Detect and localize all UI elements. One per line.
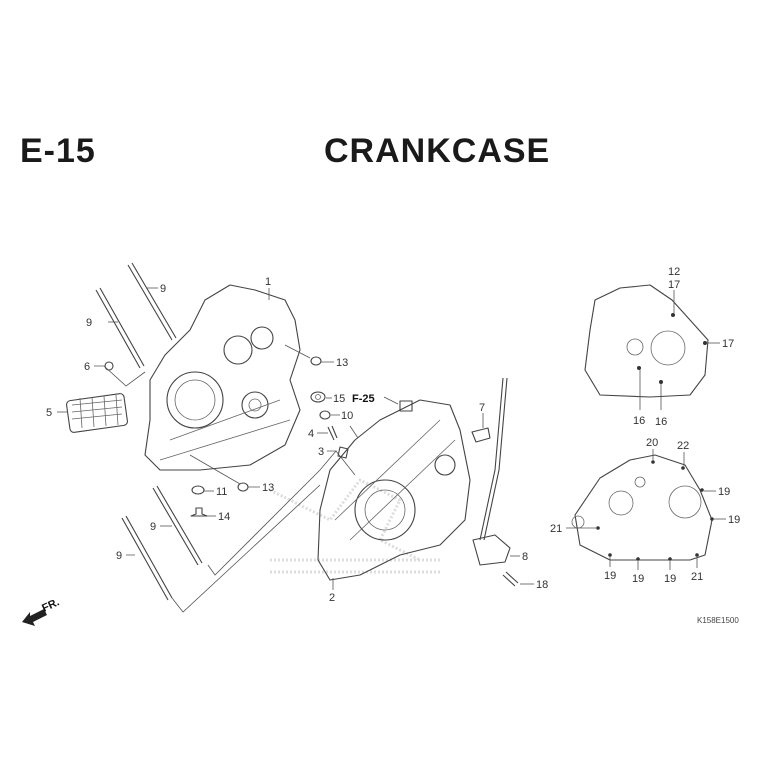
- callout: 17: [668, 279, 680, 291]
- front-direction-indicator: FR.: [22, 596, 61, 626]
- callout: 17: [722, 338, 734, 350]
- callout: 19: [604, 570, 616, 582]
- leader-lines: [57, 287, 726, 613]
- callout: 9: [160, 283, 166, 295]
- gasket-lower[interactable]: [571, 454, 714, 561]
- callout: 16: [655, 416, 667, 428]
- callout: 10: [341, 410, 353, 422]
- callout: 12: [668, 266, 680, 278]
- callout: 15: [333, 393, 345, 405]
- callout: 19: [728, 514, 740, 526]
- callout: 19: [664, 573, 676, 585]
- callout: 19: [718, 486, 730, 498]
- stud-bolts[interactable]: [95, 262, 203, 601]
- callout: 21: [550, 523, 562, 535]
- callout: 3: [318, 446, 324, 458]
- callout-labels: 9 9 6 5 1 13 15 F-25 10 4 3 13 11 14 9 9…: [46, 266, 740, 604]
- callout: 5: [46, 407, 52, 419]
- callout: 1: [265, 276, 271, 288]
- callout: 11: [216, 486, 227, 498]
- callout: 14: [218, 511, 230, 523]
- watermark-logo: [269, 478, 440, 574]
- callout: 18: [536, 579, 548, 591]
- small-parts[interactable]: [66, 356, 519, 587]
- callout: 2: [329, 592, 335, 604]
- front-label: FR.: [40, 596, 61, 614]
- callout: 9: [116, 550, 122, 562]
- callout: 4: [308, 428, 314, 440]
- callout: 22: [677, 440, 689, 452]
- arrow-left-icon: [22, 609, 47, 626]
- drawing-number: K158E1500: [697, 616, 739, 625]
- callout: 6: [84, 361, 90, 373]
- left-crankcase-half[interactable]: [144, 284, 301, 471]
- reference-f25[interactable]: F-25: [352, 393, 375, 405]
- right-crankcase-half[interactable]: [317, 399, 471, 581]
- callout: 19: [632, 573, 644, 585]
- callout: 21: [691, 571, 703, 583]
- callout: 20: [646, 437, 658, 449]
- section-title: CRANKCASE: [324, 132, 551, 170]
- callout: 9: [86, 317, 92, 329]
- callout: 13: [336, 357, 348, 369]
- callout: 13: [262, 482, 274, 494]
- callout: 9: [150, 521, 156, 533]
- callout: 7: [479, 402, 485, 414]
- callout: 16: [633, 415, 645, 427]
- gasket-upper[interactable]: [584, 284, 709, 398]
- section-code: E-15: [20, 132, 96, 170]
- callout: 8: [522, 551, 528, 563]
